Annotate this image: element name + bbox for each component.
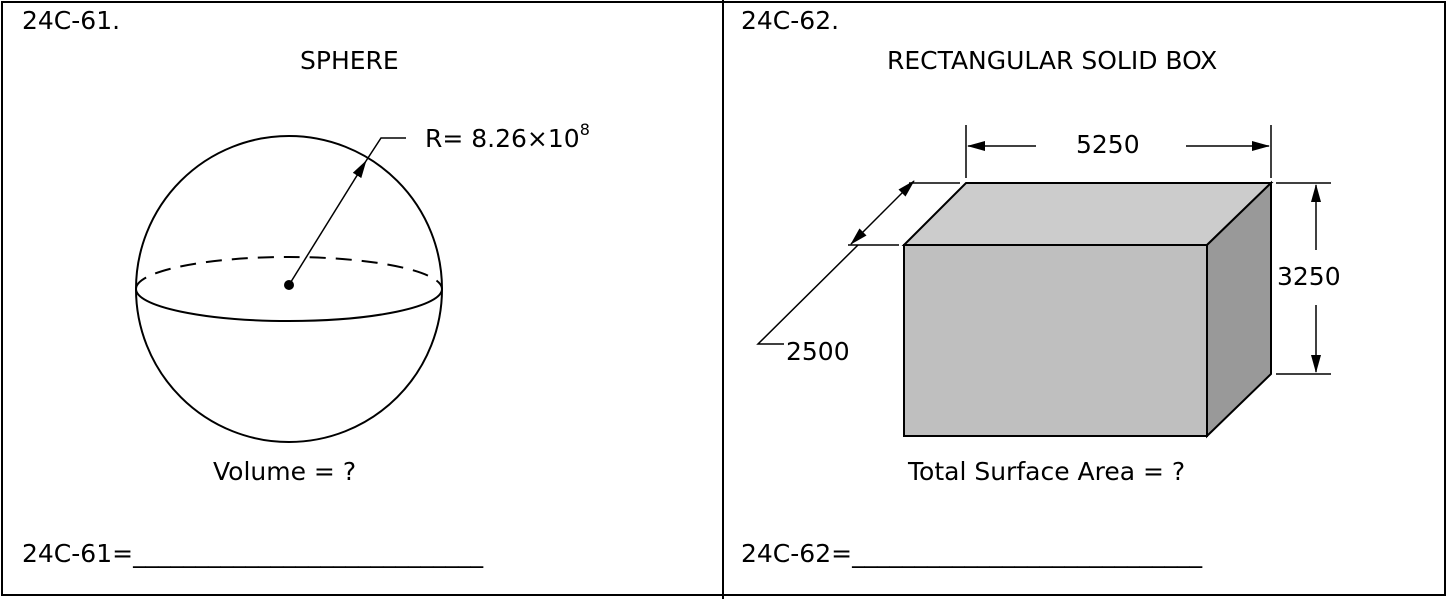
box-depth-label: 2500 [786, 337, 850, 366]
answer-label-text-61: 24C-61= [22, 539, 134, 568]
sphere-title: SPHERE [300, 46, 399, 75]
depth-arrow-down [850, 214, 881, 245]
depth-leader-line [756, 244, 859, 345]
box-title: RECTANGULAR SOLID BOX [887, 46, 1218, 75]
radius-exponent: 8 [579, 120, 590, 139]
sphere-diagram [135, 135, 443, 443]
box-width-label: 5250 [1076, 130, 1140, 159]
box-diagram [756, 125, 1331, 439]
answer-label-text-62: 24C-62= [741, 539, 853, 568]
box-question: Total Surface Area = ? [908, 457, 1186, 486]
sphere-equator-back [135, 256, 443, 290]
radius-value: R= 8.26×10 [425, 124, 580, 153]
answer-label-62: 24C-62=____________________________ [741, 539, 1202, 569]
radius-label: R= 8.26×108 [425, 122, 590, 154]
answer-blank-62[interactable]: ____________________________ [852, 539, 1203, 568]
column-divider [722, 0, 724, 599]
box-height-label: 3250 [1277, 262, 1341, 291]
problem-number-61: 24C-61. [22, 6, 121, 35]
box-front-face [903, 244, 1208, 437]
depth-arrow-up [879, 180, 915, 216]
radius-arrow [288, 160, 367, 286]
answer-blank-61[interactable]: ____________________________ [133, 539, 484, 568]
sphere-equator-front [135, 288, 443, 322]
problem-number-62: 24C-62. [741, 6, 840, 35]
sphere-question: Volume = ? [213, 457, 357, 486]
answer-label-61: 24C-61=____________________________ [22, 539, 483, 569]
radius-leader-line [365, 137, 406, 162]
